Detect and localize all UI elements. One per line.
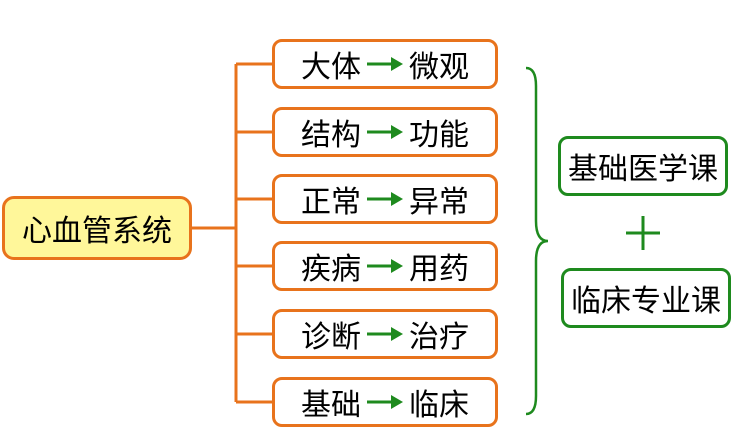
pair-node-3: 正常 异常 — [272, 174, 498, 224]
root-label: 心血管系统 — [22, 214, 172, 249]
arrow-right-icon — [367, 259, 403, 273]
pair-node-5: 诊断 治疗 — [272, 309, 498, 359]
arrow-right-icon — [367, 125, 403, 139]
pair-from: 疾病 — [301, 252, 361, 287]
root-node: 心血管系统 — [2, 196, 192, 260]
arrow-right-icon — [367, 395, 403, 409]
pair-from: 基础 — [301, 388, 361, 423]
plus-icon — [626, 216, 660, 250]
arrow-right-icon — [367, 327, 403, 341]
pair-from: 诊断 — [301, 320, 361, 355]
pair-to: 治疗 — [409, 320, 469, 355]
pair-node-2: 结构 功能 — [272, 107, 498, 157]
pair-from: 大体 — [301, 50, 361, 85]
pair-node-4: 疾病 用药 — [272, 241, 498, 291]
pair-node-1: 大体 微观 — [272, 39, 498, 89]
pair-to: 临床 — [409, 388, 469, 423]
pair-from: 正常 — [301, 185, 361, 220]
pair-node-6: 基础 临床 — [272, 377, 498, 427]
course-label: 基础医学课 — [568, 152, 718, 187]
course-label: 临床专业课 — [571, 284, 721, 319]
arrow-right-icon — [367, 57, 403, 71]
arrow-right-icon — [367, 192, 403, 206]
pair-to: 微观 — [409, 50, 469, 85]
right-brace — [525, 66, 549, 416]
pair-from: 结构 — [301, 118, 361, 153]
course-node-bottom: 临床专业课 — [561, 268, 731, 328]
pair-to: 用药 — [409, 252, 469, 287]
course-node-top: 基础医学课 — [558, 136, 728, 196]
pair-to: 功能 — [409, 118, 469, 153]
pair-to: 异常 — [409, 185, 469, 220]
